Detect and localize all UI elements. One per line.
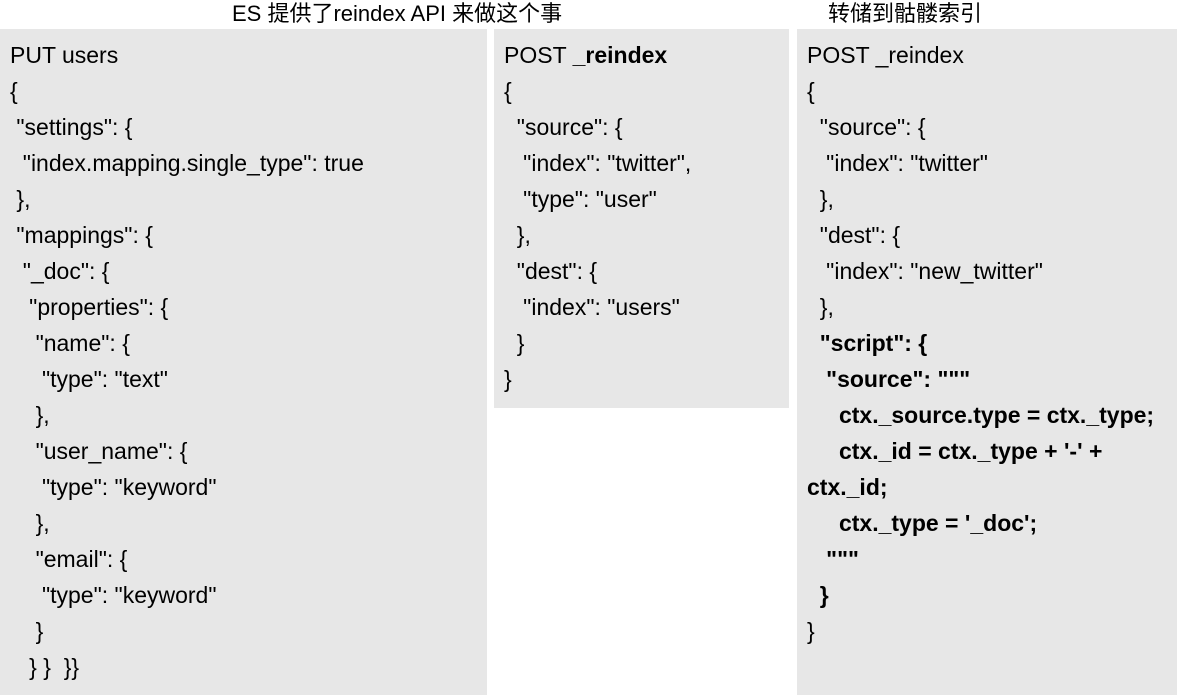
code-line: }, <box>10 186 31 212</box>
code-line: "user_name": { <box>10 438 188 464</box>
code-line: "dest": { <box>504 258 598 284</box>
code-line: } <box>504 366 512 392</box>
code-line: } <box>807 618 815 644</box>
code-line: "mappings": { <box>10 222 153 248</box>
code-line: "email": { <box>10 546 128 572</box>
title-right: 转储到骷髅索引 <box>828 1 983 26</box>
code-line: { <box>807 78 815 104</box>
http-method-label: POST <box>504 42 573 68</box>
code-line: "source": { <box>504 114 623 140</box>
code-line: ctx._source.type = ctx._type; <box>807 402 1155 428</box>
code-line: "dest": { <box>807 222 901 248</box>
code-line: }, <box>807 186 834 212</box>
code-line-header: POST _reindex <box>504 37 779 73</box>
code-line: }, <box>807 294 834 320</box>
code-line: "name": { <box>10 330 130 356</box>
code-line: "source": """ <box>807 366 971 392</box>
code-panel-put-users: PUT users { "settings": { "index.mapping… <box>0 29 487 695</box>
code-line: } } }} <box>10 654 80 680</box>
code-line: "source": { <box>807 114 926 140</box>
code-line: }, <box>504 222 531 248</box>
code-line: }, <box>10 402 50 428</box>
code-line: { <box>10 78 18 104</box>
code-line: }, <box>10 510 50 536</box>
code-line: "type": "keyword" <box>10 474 217 500</box>
code-line: ctx._id = ctx._type + '-' + ctx._id; <box>807 438 1109 500</box>
code-line: "index": "users" <box>504 294 680 320</box>
code-panel-post-reindex-script: POST _reindex { "source": { "index": "tw… <box>797 29 1177 695</box>
code-line: } <box>504 330 525 356</box>
code-line: "type": "keyword" <box>10 582 217 608</box>
code-line: } <box>10 618 44 644</box>
code-line: "_doc": { <box>10 258 110 284</box>
endpoint-label: _reindex <box>572 42 668 68</box>
code-line: "properties": { <box>10 294 169 320</box>
code-line: { <box>504 78 512 104</box>
code-line: "index": "twitter", <box>504 150 692 176</box>
code-line: "type": "text" <box>10 366 168 392</box>
code-line: } <box>807 582 829 608</box>
code-line: ctx._type = '_doc'; <box>807 510 1038 536</box>
code-line: "type": "user" <box>504 186 657 212</box>
code-line: """ <box>807 546 859 572</box>
code-line: "script": { <box>807 330 928 356</box>
code-panel-post-reindex: POST _reindex { "source": { "index": "tw… <box>494 29 789 408</box>
code-line: "index.mapping.single_type": true <box>10 150 364 176</box>
code-line: PUT users <box>10 42 119 68</box>
code-line: "index": "new_twitter" <box>807 258 1043 284</box>
code-line: POST _reindex <box>807 42 964 68</box>
code-line: "index": "twitter" <box>807 150 988 176</box>
code-line: "settings": { <box>10 114 133 140</box>
title-left: ES 提供了reindex API 来做这个事 <box>232 1 563 26</box>
